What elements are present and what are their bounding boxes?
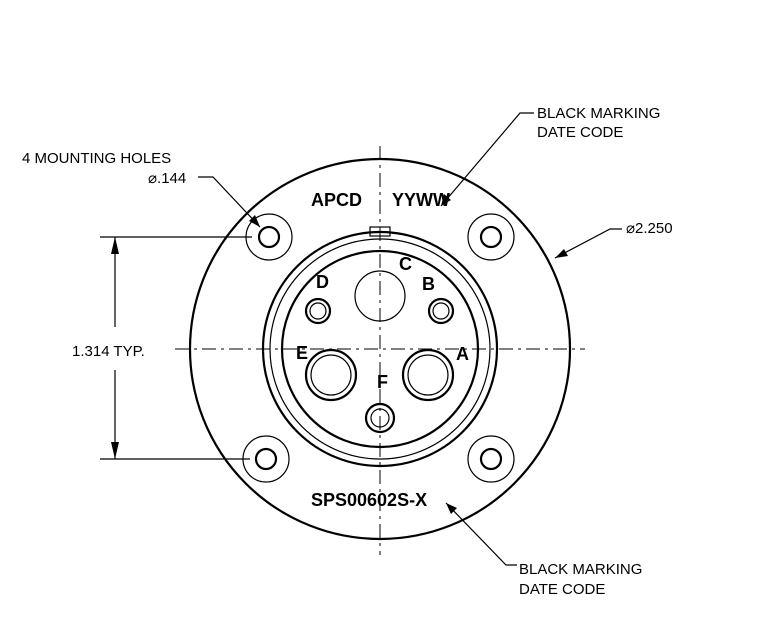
pin-label-c: C [399,254,412,274]
flange-outline [188,157,572,541]
manufacturer-marking: APCD [311,190,362,210]
dimension-arrow-bottom [111,442,119,459]
receptacle-inner-ring [280,249,480,449]
bottom-marking-label-1: BLACK MARKING [519,561,642,578]
top-marking-arrowhead [441,194,451,206]
mounting-hole-top-right [467,213,515,261]
top-marking-leader [440,112,534,207]
part-number-marking: SPS00602S-X [311,490,427,510]
keyway-notch [369,226,391,237]
pin-label-e: E [296,343,308,363]
pin-c [354,270,406,322]
mounting-holes-label: 4 MOUNTING HOLES [22,150,171,167]
mounting-hole-diameter: ⌀.144 [148,170,186,187]
pin-d [304,297,332,325]
pin-a [401,348,455,402]
date-code-marking: YYWW [392,190,450,210]
top-marking-label-1: BLACK MARKING [537,105,660,122]
flange-diameter-arrowhead [555,249,568,258]
flange-diameter-leader [554,228,622,259]
dimension-arrow-top [111,237,119,254]
mounting-hole-arrowhead [249,215,260,227]
pin-b [427,297,455,325]
mounting-hole-leader [198,176,261,228]
pin-label-a: A [456,344,469,364]
pin-label-f: F [377,372,388,392]
bottom-marking-label-2: DATE CODE [519,581,605,598]
hole-spacing-label: 1.314 TYP. [72,343,145,360]
receptacle-middle-ring [269,238,491,460]
pin-f [364,402,396,434]
bottom-marking-leader [445,502,517,566]
pin-label-b: B [422,274,435,294]
mounting-hole-bottom-right [467,435,515,483]
bottom-marking-arrowhead [446,503,457,514]
pin-e [304,348,358,402]
top-marking-label-2: DATE CODE [537,124,623,141]
receptacle-outer-ring [261,230,499,468]
flange-diameter-label: ⌀2.250 [626,220,673,237]
pin-label-d: D [316,272,329,292]
